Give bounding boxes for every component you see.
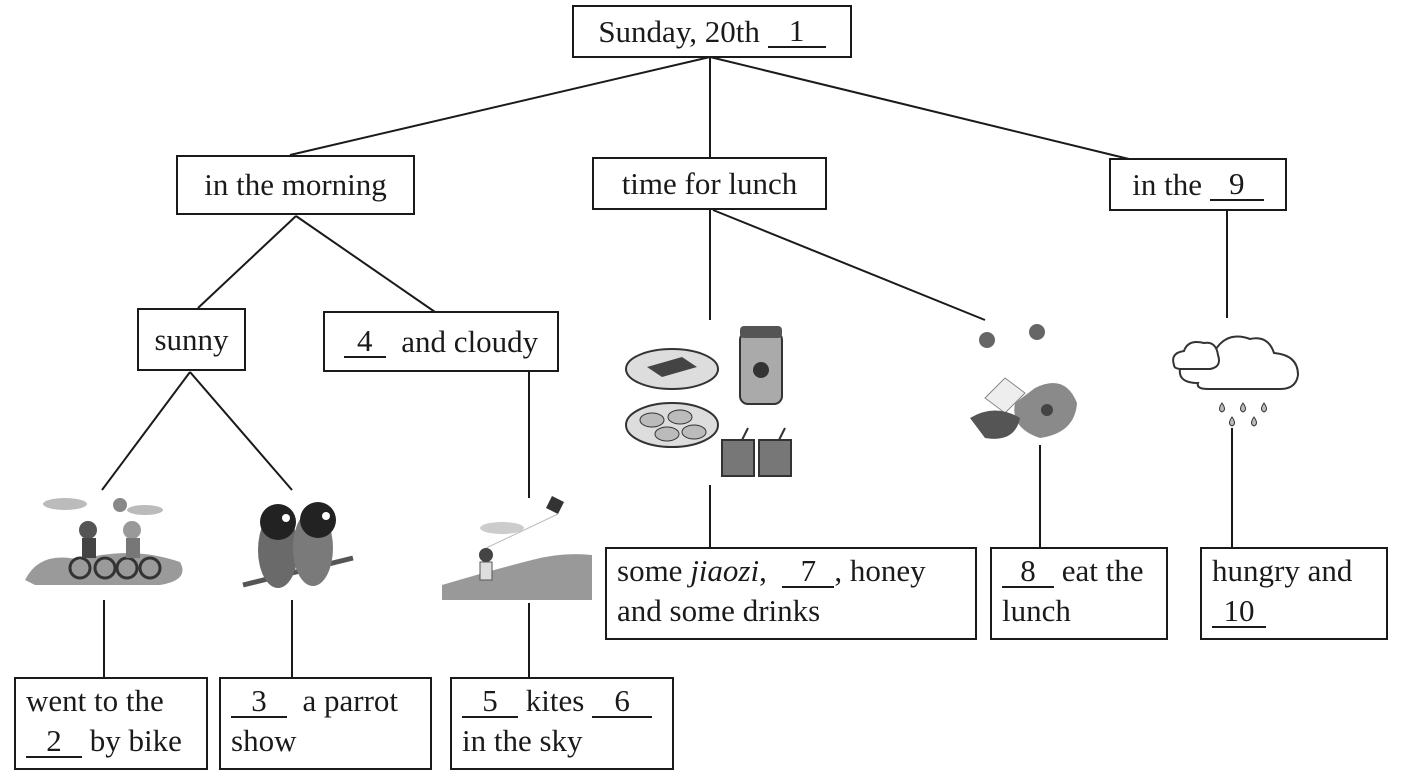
leaf-kites-line2: in the sky (462, 723, 583, 758)
bees-on-flowers-picture (970, 324, 1077, 439)
connector-lunch-bees (712, 209, 986, 321)
blank-6[interactable]: 6 (592, 685, 653, 718)
evening-box: in the 9 (1109, 158, 1287, 211)
kids-riding-bikes-picture (25, 498, 183, 585)
boy-flying-kite-picture (442, 496, 592, 600)
leaf-food-box: some jiaozi, 7, honey and some drinks (605, 547, 977, 640)
evening-label: in the (1132, 166, 1202, 202)
leaf-parrot-line1: a parrot (302, 683, 399, 718)
connector-root-morning (289, 56, 711, 156)
leaf-food-jiaozi: jiaozi (690, 553, 760, 588)
lunch-box: time for lunch (592, 157, 827, 210)
rain-cloud-icon (1172, 335, 1300, 427)
root-label: Sunday, 20th (598, 13, 760, 49)
two-parrots-picture (242, 502, 354, 588)
connector-sunny-parrot (189, 371, 293, 491)
leaf-kites-box: 5 kites 6 in the sky (450, 677, 674, 770)
leaf-food-suffix: , honey (834, 553, 926, 588)
connector-morning-cloudy (295, 215, 436, 313)
leaf-bike-line1: went to the (26, 683, 164, 718)
lunch-label: time for lunch (621, 165, 798, 201)
leaf-kites-middle: kites (525, 683, 585, 718)
blank-4[interactable]: 4 (343, 325, 386, 358)
leaf-parrot-box: 3 a parrot show (219, 677, 432, 770)
leaf-bees-line1: eat the (1061, 553, 1144, 588)
leaf-rain-box: hungry and 10 (1200, 547, 1388, 640)
blank-2[interactable]: 2 (26, 725, 82, 758)
morning-label: in the morning (204, 167, 387, 202)
blank-1[interactable]: 1 (767, 15, 826, 48)
leaf-rain-line1: hungry and (1212, 553, 1353, 588)
leaf-parrot-line2: show (231, 723, 297, 758)
blank-7[interactable]: 7 (782, 555, 835, 588)
blank-3[interactable]: 3 (231, 685, 287, 718)
blank-5[interactable]: 5 (462, 685, 518, 718)
blank-9[interactable]: 9 (1209, 168, 1264, 201)
leaf-bike-line2: by bike (89, 723, 182, 758)
leaf-bees-line2: lunch (1002, 593, 1071, 628)
cloudy-label: and cloudy (401, 323, 539, 359)
connector-sunny-bike (101, 371, 191, 491)
cloudy-box: 4 and cloudy (323, 311, 559, 372)
leaf-food-line2: and some drinks (617, 593, 821, 628)
blank-10[interactable]: 10 (1212, 595, 1266, 628)
leaf-food-prefix: some (617, 553, 683, 588)
sun-icon (113, 498, 127, 512)
leaf-bees-box: 8 eat the lunch (990, 547, 1168, 640)
leaf-bike-box: went to the 2 by bike (14, 677, 208, 770)
sunny-box: sunny (137, 308, 246, 371)
connector-morning-sunny (197, 215, 297, 309)
sunny-label: sunny (154, 321, 229, 357)
food-jar-drinks-picture (625, 326, 792, 477)
morning-box: in the morning (176, 155, 415, 215)
connector-root-evening (709, 56, 1134, 161)
blank-8[interactable]: 8 (1002, 555, 1054, 588)
root-box: Sunday, 20th 1 (572, 5, 852, 58)
leaf-food-comma: , (759, 553, 767, 588)
